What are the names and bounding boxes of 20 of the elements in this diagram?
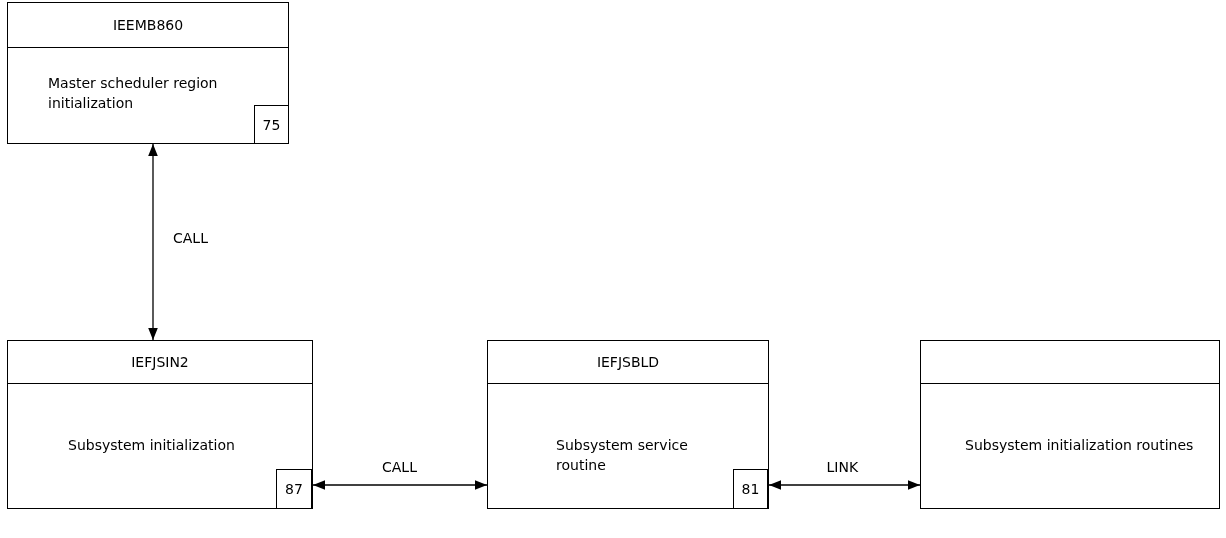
page-number-box: 81 — [733, 469, 768, 509]
module-name: IEEMB860 — [112, 17, 184, 33]
module-description: Subsystem service routine — [556, 436, 689, 475]
module-description: Subsystem initialization routines — [965, 436, 1195, 455]
edge-label: LINK — [824, 459, 861, 475]
page-number-box: 75 — [254, 105, 289, 144]
module-name: IEFJSBLD — [596, 354, 660, 370]
module-box — [487, 340, 769, 509]
edge-label: CALL — [380, 459, 419, 475]
module-description: Subsystem initialization — [68, 436, 236, 455]
module-box — [920, 340, 1220, 509]
module-name: IEFJSIN2 — [131, 354, 189, 370]
page-number-box: 87 — [276, 469, 312, 509]
module-box — [7, 340, 313, 509]
double-arrow — [768, 480, 921, 490]
edge-label: CALL — [171, 230, 210, 246]
double-arrow — [312, 480, 488, 490]
module-description: Master scheduler region initialization — [48, 74, 219, 113]
module-box — [7, 2, 289, 144]
double-arrow — [148, 143, 158, 341]
